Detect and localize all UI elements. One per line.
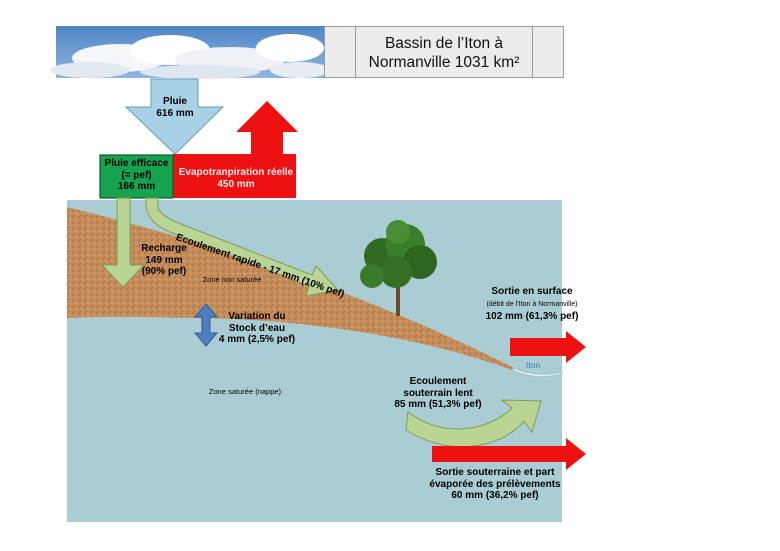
storage-variation-line2: Stock d’eau bbox=[228, 322, 286, 334]
slow-groundwater-label: Ecoulement souterrain lent 85 mm (51,3% … bbox=[390, 376, 486, 411]
slow-groundwater-value: 85 mm (51,3% pef) bbox=[394, 399, 482, 410]
title-divider-left bbox=[355, 27, 356, 77]
underground-outflow-label: Sortie souterraine et part évaporée des … bbox=[420, 467, 570, 502]
evapotranspiration-label: Evapotranpiration réelle 450 mm bbox=[176, 167, 296, 190]
storage-variation-arrow bbox=[193, 303, 219, 347]
storage-variation-value: 4 mm (2,5% pef) bbox=[218, 334, 296, 345]
effective-rain-label: Pluie efficace (= pef) 166 mm bbox=[100, 158, 173, 193]
rain-value: 616 mm bbox=[156, 107, 194, 119]
surface-outflow-value: 102 mm (61,3% pef) bbox=[485, 310, 579, 322]
evapotranspiration-title: Evapotranpiration réelle bbox=[178, 167, 294, 178]
effective-rain-box bbox=[99, 154, 174, 199]
evapotranspiration-value: 450 mm bbox=[217, 178, 255, 190]
recharge-title: Recharge bbox=[141, 243, 187, 254]
evapotranspiration-box bbox=[173, 154, 296, 198]
iton-label: Iton bbox=[525, 360, 541, 370]
recharge-pct: (90% pef) bbox=[141, 266, 187, 277]
unsaturated-zone-soil bbox=[67, 207, 514, 370]
title-line-2: Normanville 1031 km² bbox=[368, 54, 520, 71]
iton-river bbox=[511, 367, 563, 378]
page-title: Bassin de l’Iton à Normanville 1031 km² bbox=[355, 34, 533, 72]
effective-rain-title: Pluie efficace bbox=[104, 158, 169, 169]
surface-outflow-arrow bbox=[510, 331, 586, 363]
slow-groundwater-line1: Ecoulement bbox=[409, 376, 467, 387]
surface-outflow-title: Sortie en surface bbox=[491, 286, 573, 297]
underground-outflow-line1: Sortie souterraine et part bbox=[435, 467, 555, 478]
rain-label: Pluie 616 mm bbox=[146, 96, 204, 119]
title-box: Bassin de l’Iton à Normanville 1031 km² bbox=[324, 26, 564, 78]
sky-clouds-image bbox=[50, 26, 330, 79]
effective-rain-value: 166 mm bbox=[117, 181, 156, 192]
effective-rain-sub: (= pef) bbox=[121, 169, 152, 181]
rain-title: Pluie bbox=[163, 96, 187, 107]
saturated-zone-label: Zone saturée (nappe) bbox=[208, 387, 282, 396]
unsaturated-zone-label: Zone non saturée bbox=[202, 275, 262, 284]
underground-outflow-line2: évaporée des prélèvements bbox=[429, 478, 561, 490]
recharge-label: Recharge 149 mm (90% pef) bbox=[136, 243, 192, 278]
underground-outflow-value: 60 mm (36,2% pef) bbox=[451, 490, 539, 501]
surface-outflow-label: Sortie en surface (débit de l’Iton à Nor… bbox=[462, 286, 602, 322]
surface-outflow-sub: (débit de l’Iton à Normanville) bbox=[486, 300, 578, 308]
fast-runoff-arrow bbox=[145, 197, 339, 297]
storage-variation-label: Variation du Stock d’eau 4 mm (2,5% pef) bbox=[212, 311, 302, 346]
tree-image bbox=[360, 220, 437, 316]
rain-arrow bbox=[124, 78, 225, 155]
title-divider-right bbox=[532, 27, 533, 77]
storage-variation-line1: Variation du bbox=[228, 311, 286, 322]
underground-outflow-arrow bbox=[432, 438, 586, 470]
recharge-arrow bbox=[100, 197, 146, 288]
slow-groundwater-line2: souterrain lent bbox=[403, 387, 473, 399]
slow-groundwater-arrow bbox=[405, 399, 542, 448]
title-line-1: Bassin de l’Iton à bbox=[384, 35, 504, 52]
recharge-value: 149 mm bbox=[145, 254, 183, 266]
